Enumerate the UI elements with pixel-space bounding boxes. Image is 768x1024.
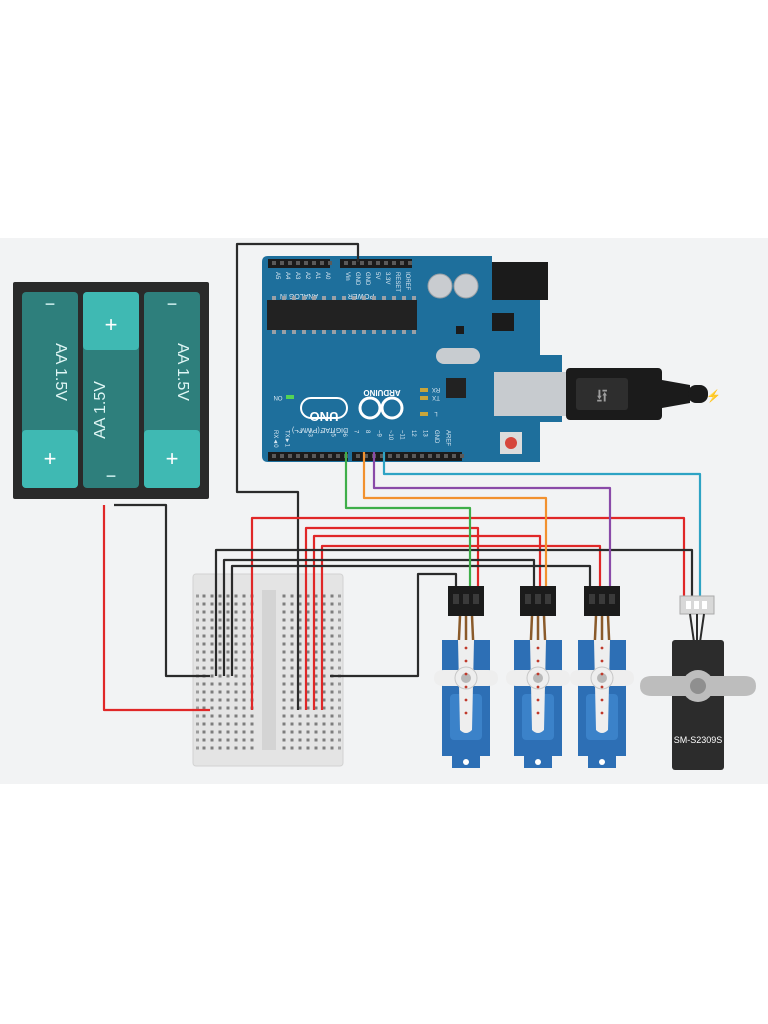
battery-label: AA 1.5V [174, 343, 191, 401]
arduino-brand: ARDUINO [363, 388, 400, 397]
wire-red-servo4[interactable] [250, 516, 686, 710]
pin-label: A2 [304, 272, 310, 280]
blue-servos [434, 586, 634, 768]
arduino-infinity-logo [358, 396, 404, 420]
pin-label: ~5 [330, 430, 336, 438]
pin-label: ~9 [376, 430, 382, 438]
wire-black-servo3[interactable] [230, 564, 592, 676]
pin-label: 13 [422, 430, 428, 437]
pin-label: AREF [445, 430, 451, 446]
pin-label: ~10 [387, 430, 393, 441]
pin-label: A0 [324, 272, 330, 280]
pin-label: A1 [314, 272, 320, 280]
capacitor-icon [427, 273, 453, 299]
battery-cell: − + AA 1.5V [144, 292, 200, 488]
servo-shaft-icon [690, 678, 706, 694]
battery-pack[interactable]: − + AA 1.5V + − AA 1.5V − + AA 1.5V [13, 282, 209, 499]
pin-label: IOREF [404, 272, 410, 291]
uno-logo [300, 397, 348, 419]
battery-label: AA 1.5V [92, 381, 109, 439]
wire-black-servo1[interactable] [330, 572, 458, 678]
pin-label: 2 [295, 430, 301, 434]
digital-pwm-label: DIGITAL (PWM ~) [292, 426, 348, 433]
battery-cell: + − AA 1.5V [83, 292, 139, 488]
usb-chip [446, 378, 466, 398]
battery-cell: − + AA 1.5V [22, 292, 78, 488]
regulator [492, 313, 514, 331]
arduino-uno-board[interactable]: ANALOG IN POWER DIGITAL (PWM ~) A5 A4 A3 A2… [262, 256, 562, 462]
servo-body [672, 640, 724, 770]
servo-micro[interactable] [434, 586, 498, 768]
battery-sign-minus: − [45, 294, 56, 314]
rx-label: RX [432, 386, 440, 392]
microcontroller-chip [267, 300, 417, 330]
pin-label: ~6 [341, 430, 347, 438]
power-label: POWER [348, 292, 374, 299]
servo-micro[interactable] [570, 586, 634, 768]
battery-sign-plus: + [44, 446, 57, 471]
tx-label: TX [432, 394, 440, 400]
pin-label: GND [364, 272, 370, 286]
pin-label: A4 [284, 272, 290, 280]
pin-label: 5V [374, 272, 380, 279]
pin-label: 7 [353, 430, 359, 434]
servo-shaft-icon [597, 673, 607, 683]
wire-teal-signal[interactable] [382, 452, 702, 596]
servo-micro[interactable] [506, 586, 570, 768]
battery-sign-minus: − [106, 466, 117, 486]
battery-label: AA 1.5V [52, 343, 69, 401]
on-led [286, 395, 294, 399]
usb-b-port [494, 372, 570, 416]
wire-red-servo1[interactable] [304, 526, 480, 710]
battery-sign-plus: + [166, 446, 179, 471]
servo-shaft-icon [461, 673, 471, 683]
pin-label: ~3 [307, 430, 313, 438]
wire-green-signal[interactable] [344, 452, 472, 596]
servo-shaft-icon [533, 673, 543, 683]
wire-black-battery[interactable] [114, 503, 210, 678]
pin-label: GND [354, 272, 360, 286]
crystal-oscillator [436, 348, 480, 364]
wire-red-battery[interactable] [102, 505, 210, 712]
pin-label: 3.3V [384, 272, 390, 284]
on-label: ON [274, 394, 283, 400]
pin-label: Vin [344, 272, 350, 281]
uno-logo-text: UNO [310, 409, 339, 424]
wire-black-vin[interactable] [235, 242, 360, 710]
pin-label: ~11 [399, 430, 405, 440]
battery-sign-plus: + [105, 312, 118, 337]
header-pins [272, 261, 464, 458]
pin-label: A3 [294, 272, 300, 280]
pin-label: RX◄0 [272, 430, 278, 448]
power-jack[interactable] [492, 262, 548, 300]
pin-label: TX►1 [284, 430, 290, 448]
pin-label: A5 [274, 272, 280, 280]
wire-orange-signal[interactable] [362, 452, 548, 596]
usb-cable[interactable]: ⭿ ⚡ [494, 368, 721, 420]
reset-button-cap[interactable] [505, 437, 517, 449]
pin-label: 4 [318, 430, 324, 434]
analog-in-label: ANALOG IN [280, 292, 318, 299]
wire-black-servo2[interactable] [222, 558, 536, 676]
wire-red-servo3[interactable] [320, 544, 602, 710]
wire-purple-signal[interactable] [372, 452, 612, 596]
pin-label: GND [433, 430, 439, 444]
usb-icon: ⭿ [596, 386, 608, 406]
breadboard-center-channel [262, 590, 276, 750]
wires [102, 242, 702, 712]
pin-label: 8 [364, 430, 370, 434]
battery-sign-minus: − [167, 294, 178, 314]
power-bolt-icon: ⚡ [706, 389, 721, 403]
capacitor-icon [453, 273, 479, 299]
wire-black-servo4[interactable] [214, 548, 694, 676]
l-label: L [434, 410, 438, 416]
pin-label: 12 [410, 430, 416, 437]
servo-sm-s2309s[interactable]: SM-S2309S [640, 595, 756, 770]
servo-model-label: SM-S2309S [674, 735, 723, 745]
pin-label: RESET [394, 272, 400, 292]
